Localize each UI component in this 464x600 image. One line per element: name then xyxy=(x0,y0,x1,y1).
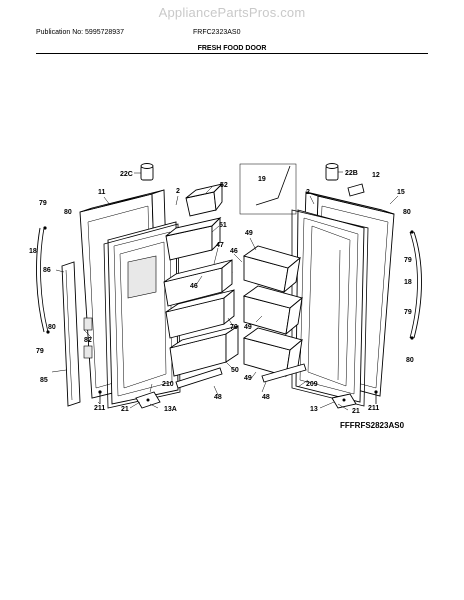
right-bottom-hinge xyxy=(331,393,357,409)
callout-82: 82 xyxy=(84,337,92,344)
right-middle-bin xyxy=(242,285,303,336)
right-kick-plate xyxy=(261,363,307,383)
callout-79-top-right-lower: 79 xyxy=(404,257,412,264)
dairy-bin-46 xyxy=(163,259,233,307)
model-number: FRFC2323AS0 xyxy=(193,29,241,36)
callout-49-top: 49 xyxy=(245,230,253,237)
right-door-liner xyxy=(295,209,365,403)
callout-18-right: 18 xyxy=(404,279,412,286)
callout-80-left-mid: 80 xyxy=(48,324,56,331)
callout-210: 210 xyxy=(162,381,174,388)
right-handle-trim xyxy=(409,230,422,340)
callout-21-right: 21 xyxy=(352,408,360,415)
callout-49-mid: 49 xyxy=(244,324,252,331)
upper-bin-51 xyxy=(165,216,222,261)
callout-51: 51 xyxy=(219,222,227,229)
callout-18-left: 18 xyxy=(29,248,37,255)
callout-79-left-mid: 79 xyxy=(36,348,44,355)
callout-79-right-mid: 79 xyxy=(404,309,412,316)
left-door-liner xyxy=(107,221,179,405)
callout-48-left: 48 xyxy=(214,394,222,401)
callout-46-left: 46 xyxy=(190,283,198,290)
callout-85: 85 xyxy=(40,377,48,384)
publication-number: Publication No: 5995728937 xyxy=(36,29,124,36)
callout-79-top-left: 79 xyxy=(39,200,47,207)
left-bottom-hinge xyxy=(135,391,161,409)
watermark-text: AppliancePartsPros.com xyxy=(158,5,306,20)
diagram-code: FFFRFS2823AS0 xyxy=(340,421,405,430)
callout-209: 209 xyxy=(306,381,318,388)
callout-50: 50 xyxy=(231,367,239,374)
callout-49-bottom: 49 xyxy=(244,375,252,382)
callout-12: 12 xyxy=(372,172,380,179)
header-divider xyxy=(36,53,428,54)
callout-46-right: 46 xyxy=(230,248,238,255)
callout-21-left: 21 xyxy=(121,406,129,413)
right-lower-bin xyxy=(242,327,303,378)
left-hinge-cap xyxy=(140,163,154,181)
callout-19: 19 xyxy=(258,176,266,183)
leader-lines xyxy=(51,171,399,411)
callout-48-right: 48 xyxy=(262,394,270,401)
callout-47: 47 xyxy=(216,242,224,249)
left-door-handle xyxy=(61,261,93,407)
left-kick-plate xyxy=(175,367,223,389)
left-door-gasket xyxy=(103,223,181,409)
callout-211-right: 211 xyxy=(368,405,379,412)
right-hinge-cap xyxy=(325,163,339,181)
right-bottom-screw xyxy=(374,390,378,404)
left-bottom-screw xyxy=(98,390,102,404)
mid-bin-left xyxy=(165,289,235,339)
callout-80-top-left: 80 xyxy=(64,209,72,216)
small-bin-52 xyxy=(185,182,224,217)
callout-86: 86 xyxy=(43,267,51,274)
callout-22C: 22C xyxy=(120,171,133,178)
callout-2-right: 2 xyxy=(306,189,310,196)
hinge-pin xyxy=(347,183,365,197)
right-upper-bin xyxy=(242,245,301,294)
callout-80-top-right: 80 xyxy=(403,209,411,216)
callout-211-left: 211 xyxy=(94,405,105,412)
callout-15: 15 xyxy=(397,189,405,196)
hex-wrench xyxy=(239,163,297,215)
page-title: FRESH FOOD DOOR xyxy=(197,45,267,52)
left-handle-trim xyxy=(36,226,50,334)
callout-2-left: 2 xyxy=(176,188,180,195)
bottom-bin-50 xyxy=(169,325,239,377)
callout-13: 13 xyxy=(310,406,318,413)
callout-80-right-mid: 80 xyxy=(406,357,414,364)
callout-70: 70 xyxy=(230,324,238,331)
callout-52: 52 xyxy=(220,182,228,189)
callout-22B: 22B xyxy=(345,170,358,177)
callout-13A: 13A xyxy=(164,406,177,413)
callout-11: 11 xyxy=(98,189,106,196)
